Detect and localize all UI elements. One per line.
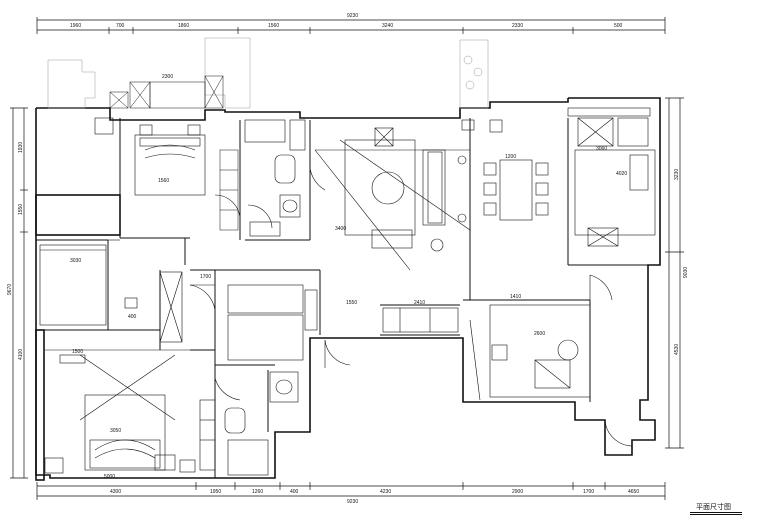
bottom-total-label: 9230	[347, 499, 358, 505]
title-underline-thin	[690, 514, 742, 515]
top-dimension-chain	[36, 17, 666, 34]
door-swings	[189, 159, 633, 447]
room-dim-11: 1200	[505, 154, 516, 160]
kitchen-fixtures	[567, 107, 656, 247]
bathroom-2-fixtures	[199, 371, 299, 476]
right-seg-1: 3230	[674, 169, 680, 180]
room-dim-8: 1410	[510, 294, 521, 300]
wardrobes-top	[109, 75, 239, 231]
top-seg-6: 2330	[512, 23, 523, 29]
dimension-labels: 9230 1960 700 1860 1560 3240 2330 500 92…	[7, 13, 689, 505]
room-dim-5: 3400	[335, 226, 346, 232]
room-dim-2: 1560	[158, 178, 169, 184]
bottom-seg-6: 2900	[512, 489, 523, 495]
middle-cabinets	[159, 271, 459, 361]
drawing-title: 平面尺寸图	[696, 504, 731, 511]
wall-pier-left	[35, 194, 121, 236]
title-underline	[690, 512, 742, 513]
right-seg-2: 4530	[674, 344, 680, 355]
exterior-shafts	[47, 37, 489, 109]
bottom-seg-5: 4230	[380, 489, 391, 495]
bottom-dimension-chain	[36, 482, 666, 500]
left-total-label: 9670	[7, 284, 13, 295]
room-dim-16: 5000	[104, 474, 115, 480]
bottom-seg-8: 4650	[628, 489, 639, 495]
room-dim-3: 3030	[70, 258, 81, 264]
bottom-seg-3: 1260	[252, 489, 263, 495]
right-dimension-chain	[665, 97, 684, 449]
room-dim-4: 1700	[200, 274, 211, 280]
room-dim-14: 3050	[110, 428, 121, 434]
top-seg-2: 700	[116, 23, 125, 29]
room-dim-1: 2300	[162, 74, 173, 80]
top-seg-5: 3240	[382, 23, 393, 29]
room-dim-7: 2410	[414, 300, 425, 306]
room-dim-10: 3060	[596, 146, 607, 152]
top-seg-4: 1560	[268, 23, 279, 29]
room-dim-15: 1500	[72, 349, 83, 355]
room-dim-9: 4020	[616, 171, 627, 177]
bathroom-1-fixtures	[244, 119, 306, 237]
bottom-seg-7: 1700	[583, 489, 594, 495]
master-bedroom-bed	[44, 349, 215, 474]
top-seg-1: 1960	[70, 23, 81, 29]
top-seg-3: 1860	[178, 23, 189, 29]
living-room-furniture	[314, 127, 471, 271]
room-dim-12: 2600	[534, 331, 545, 337]
study-furniture	[469, 304, 591, 401]
dining-furniture	[461, 119, 549, 221]
left-dimension-chain	[10, 107, 28, 479]
bottom-seg-2: 1950	[210, 489, 221, 495]
left-seg-1: 1930	[18, 142, 24, 153]
outer-walls	[35, 97, 661, 481]
bottom-seg-4: 400	[290, 489, 299, 495]
top-seg-7: 500	[614, 23, 623, 29]
left-seg-3: 4100	[18, 349, 24, 360]
room-dim-6: 1550	[346, 300, 357, 306]
right-total-label: 9030	[683, 267, 689, 278]
top-total-label: 9230	[347, 13, 358, 19]
bottom-seg-1: 4300	[110, 489, 121, 495]
left-seg-2: 1550	[18, 204, 24, 215]
bedroom-2-bed	[39, 244, 138, 326]
bedroom-1-bed	[94, 117, 206, 241]
room-dim-13: 400	[128, 314, 137, 320]
